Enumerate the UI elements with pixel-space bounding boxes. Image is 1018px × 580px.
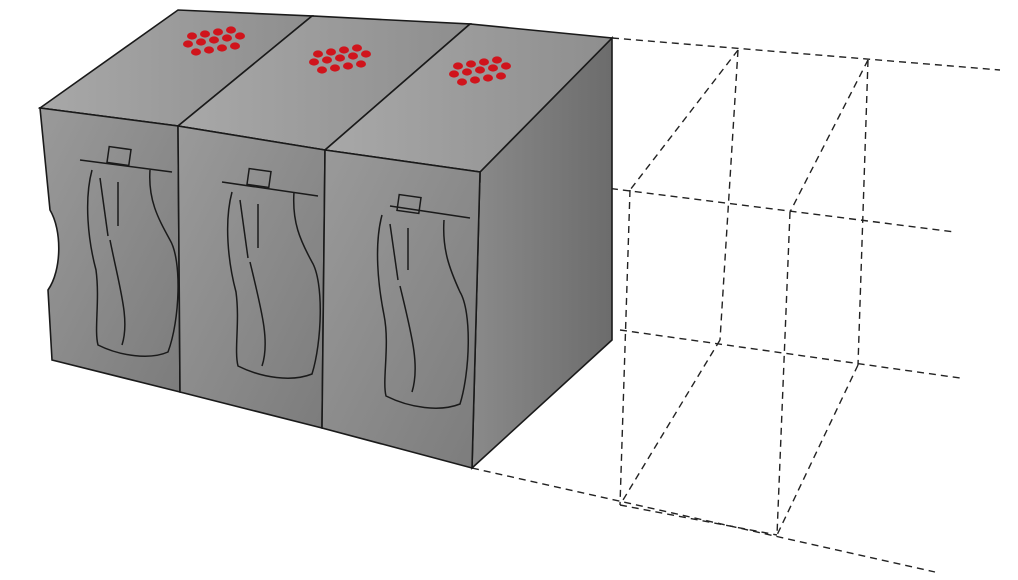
led-dot: [361, 50, 371, 57]
led-dot: [222, 34, 232, 41]
led-dot: [457, 78, 467, 85]
dashed-bottom-inner: [620, 505, 777, 535]
led-dot: [213, 28, 223, 35]
led-dot: [453, 62, 463, 69]
led-dot: [483, 74, 493, 81]
led-dot: [335, 54, 345, 61]
led-dot: [326, 48, 336, 55]
module-fronts: [40, 108, 480, 468]
dashed-depth-2: [790, 60, 868, 212]
led-dot: [496, 72, 506, 79]
led-dot: [235, 32, 245, 39]
module-2-front: [178, 126, 325, 428]
dashed-depth-1: [630, 50, 738, 190]
led-dot: [226, 26, 236, 33]
dashed-depth-4: [777, 365, 858, 535]
led-dot: [479, 58, 489, 65]
led-dot: [317, 66, 327, 73]
led-dot: [322, 56, 332, 63]
led-dot: [339, 46, 349, 53]
led-dot: [183, 40, 193, 47]
led-dot: [352, 44, 362, 51]
dashed-bottom-edge: [472, 468, 935, 572]
led-dot: [466, 60, 476, 67]
led-dot: [356, 60, 366, 67]
led-dot: [488, 64, 498, 71]
led-dot: [191, 48, 201, 55]
led-dot: [313, 50, 323, 57]
dashed-vertical-2b: [777, 212, 790, 535]
led-dot: [196, 38, 206, 45]
led-dot: [230, 42, 240, 49]
led-dot: [309, 58, 319, 65]
dashed-vertical-1a: [720, 50, 738, 340]
led-dot: [348, 52, 358, 59]
dashed-top-back-edge: [612, 38, 1000, 70]
led-dot: [209, 36, 219, 43]
led-dot: [470, 76, 480, 83]
led-dot: [449, 70, 459, 77]
led-dot: [343, 62, 353, 69]
led-dot: [200, 30, 210, 37]
dashed-vertical-2a: [858, 60, 868, 365]
led-dot: [187, 32, 197, 39]
led-dot: [462, 68, 472, 75]
led-dot: [330, 64, 340, 71]
led-dot: [475, 66, 485, 73]
module-3-front: [322, 150, 480, 468]
led-dot: [217, 44, 227, 51]
led-dot: [501, 62, 511, 69]
led-dot: [204, 46, 214, 53]
dashed-vertical-1b: [620, 190, 630, 505]
dashed-depth-3: [620, 340, 720, 505]
led-dot: [492, 56, 502, 63]
dashed-middle-edge: [620, 330, 960, 378]
